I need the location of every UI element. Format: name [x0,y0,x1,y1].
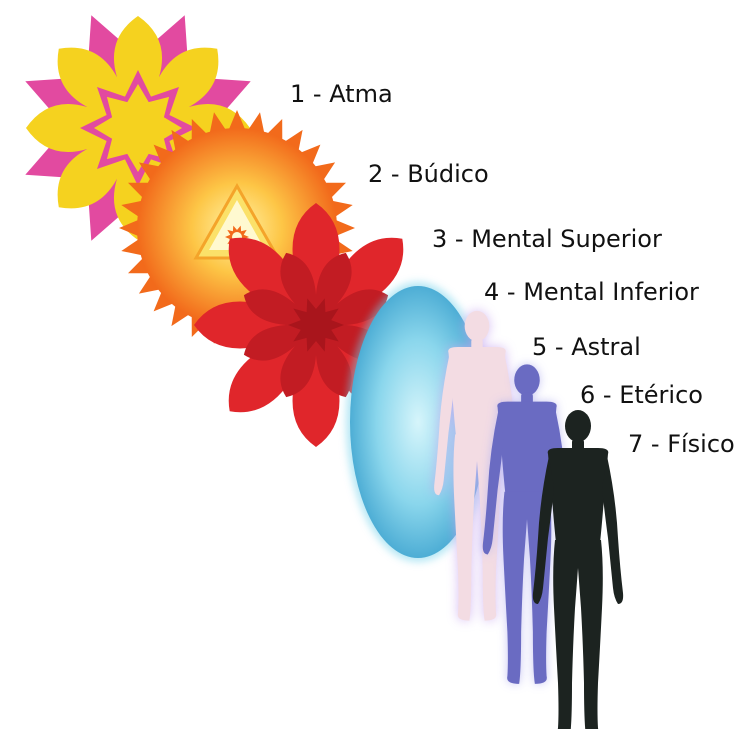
label-mental-inferior: 4 - Mental Inferior [484,280,699,304]
label-astral: 5 - Astral [532,335,641,359]
label-budico: 2 - Búdico [368,162,489,186]
label-atma: 1 - Atma [290,82,393,106]
label-fisico: 7 - Físico [628,432,735,456]
label-eterico: 6 - Etérico [580,383,703,407]
label-mental-superior: 3 - Mental Superior [432,227,662,251]
